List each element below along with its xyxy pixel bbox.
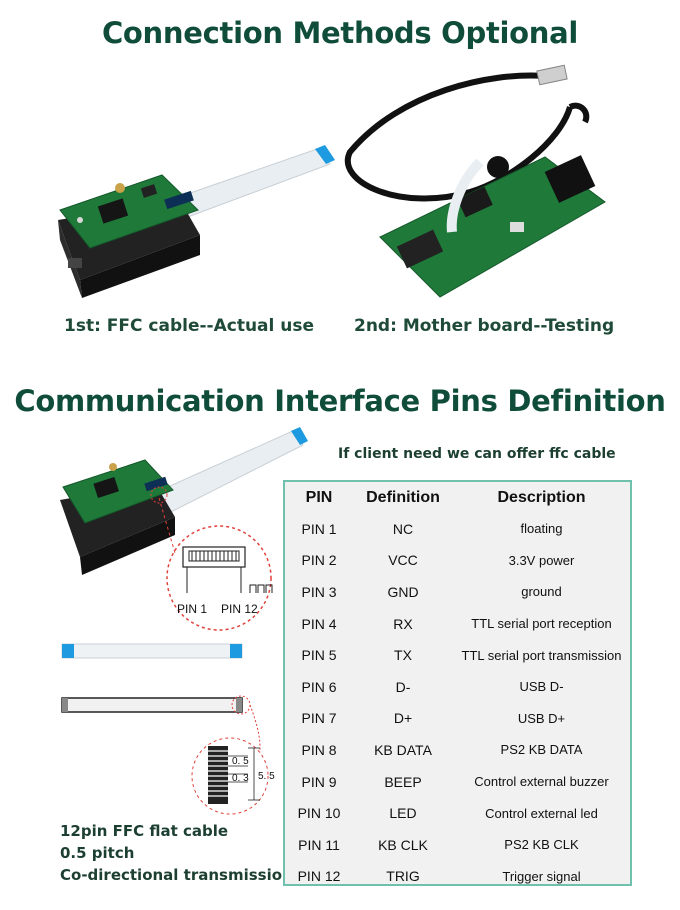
definition-cell: NC	[392, 520, 414, 537]
pin-cell: PIN 10	[297, 805, 341, 822]
definition-cell: D+	[393, 710, 413, 727]
scanner-module-ffc-image	[58, 145, 335, 298]
dim-pitch-label: 0. 5	[232, 756, 249, 767]
definition-cell: VCC	[388, 552, 418, 569]
definition-cell: RX	[393, 615, 413, 632]
description-cell: ground	[521, 584, 562, 600]
pin-cell: PIN 3	[301, 583, 337, 600]
cable-note-type: 12pin FFC flat cable	[60, 822, 229, 840]
description-cell: floating	[520, 521, 563, 537]
table-row: PIN 8 KB DATA PS2 KB DATA	[285, 734, 630, 766]
pin-cell: PIN 9	[301, 773, 337, 790]
definition-cell: D-	[395, 678, 411, 695]
pin-cell: PIN 12	[297, 868, 341, 885]
table-row: PIN 1 NC floating	[285, 513, 630, 545]
pin-cell: PIN 7	[301, 710, 337, 727]
header-definition: Definition	[366, 489, 440, 506]
header-description: Description	[497, 489, 586, 506]
definition-cell: KB CLK	[378, 836, 428, 853]
caption-ffc-cable: 1st: FFC cable--Actual use	[64, 316, 315, 336]
definition-cell: TX	[394, 647, 412, 664]
description-cell: Trigger signal	[502, 868, 581, 884]
zoom-label-pin12: PIN 12	[221, 602, 258, 616]
table-row: PIN 7 D+ USB D+	[285, 703, 630, 735]
table-row: PIN 9 BEEP Control external buzzer	[285, 766, 630, 798]
cable-notes: 12pin FFC flat cable 0.5 pitch Co-direct…	[60, 820, 293, 886]
table-row: PIN 10 LED Control external led	[285, 797, 630, 829]
description-cell: TTL serial port transmission	[461, 647, 622, 663]
description-cell: TTL serial port reception	[471, 616, 612, 632]
description-cell: Control external led	[485, 805, 598, 821]
scanner-module-small-image: PIN 1 PIN 12	[60, 427, 308, 631]
table-row: PIN 2 VCC 3.3V power	[285, 545, 630, 577]
definition-cell: BEEP	[384, 773, 422, 790]
ffc-offer-note: If client need we can offer ffc cable	[338, 446, 616, 462]
pin-cell: PIN 2	[301, 552, 337, 569]
table-row: PIN 12 TRIG Trigger signal	[285, 861, 630, 893]
description-cell: USB D+	[517, 710, 566, 726]
section2-title: Communication Interface Pins Definition	[14, 384, 666, 418]
definition-cell: TRIG	[386, 868, 420, 885]
definition-cell: GND	[387, 583, 419, 600]
table-row: PIN 11 KB CLK PS2 KB CLK	[285, 829, 630, 861]
pin-cell: PIN 6	[301, 678, 337, 695]
table-row: PIN 5 TX TTL serial port transmission	[285, 639, 630, 671]
dim-width-label: 0. 3	[232, 773, 249, 784]
ffc-dimension-drawing: 0. 5 0. 3 5. 5	[61, 695, 275, 815]
description-cell: USB D-	[519, 679, 564, 695]
description-cell: Control external buzzer	[474, 774, 609, 790]
header-pin: PIN	[305, 489, 333, 506]
definition-cell: LED	[389, 805, 417, 822]
cable-note-pitch: 0.5 pitch	[60, 844, 135, 862]
pin-cell: PIN 5	[301, 647, 337, 664]
table-row: PIN 6 D- USB D-	[285, 671, 630, 703]
table-header-row: PIN Definition Description	[285, 482, 630, 513]
table-row: PIN 4 RX TTL serial port reception	[285, 608, 630, 640]
description-cell: PS2 KB DATA	[500, 742, 583, 758]
caption-mother-board: 2nd: Mother board--Testing	[354, 316, 615, 336]
ffc-cable-top-view	[61, 643, 243, 659]
definition-cell: KB DATA	[374, 741, 432, 758]
pin-cell: PIN 8	[301, 741, 337, 758]
description-cell: 3.3V power	[508, 552, 575, 568]
pin-cell: PIN 11	[298, 836, 340, 853]
dim-total-label: 5. 5	[258, 771, 275, 782]
cable-note-direction: Co-directional transmission	[60, 866, 293, 884]
table-row: PIN 3 GND ground	[285, 576, 630, 608]
mother-board-image	[344, 64, 606, 298]
section1-title: Connection Methods Optional	[101, 16, 579, 50]
pin-definition-table: PIN Definition Description PIN 1 NC floati…	[283, 480, 632, 886]
zoom-label-pin1: PIN 1	[177, 602, 207, 616]
pin-cell: PIN 4	[301, 615, 337, 632]
description-cell: PS2 KB CLK	[504, 837, 579, 853]
pin-cell: PIN 1	[301, 520, 337, 537]
